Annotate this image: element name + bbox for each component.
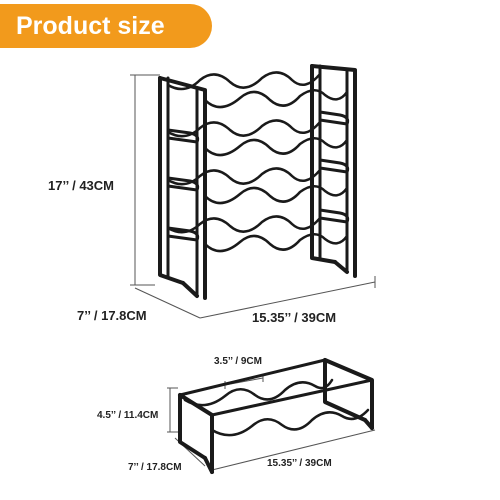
- small-width-label: 15.35’’ / 39CM: [267, 458, 332, 469]
- small-slot-label: 3.5’’ / 9CM: [214, 356, 262, 367]
- small-width-line: [211, 429, 376, 471]
- large-width-label: 15.35’’ / 39CM: [252, 310, 337, 325]
- wave-rails: [166, 71, 349, 253]
- large-wine-rack: [158, 64, 357, 300]
- width-line: [199, 281, 376, 319]
- product-size-banner: Product size: [0, 4, 212, 48]
- large-height-label: 17’’ / 43CM: [48, 178, 114, 193]
- small-wave-rails: [183, 378, 370, 437]
- small-wine-rack: [178, 358, 374, 474]
- banner-title: Product size: [16, 12, 165, 40]
- small-height-label: 4.5’’ / 11.4CM: [97, 410, 159, 421]
- depth-line: [134, 287, 201, 319]
- small-depth-label: 7’’ / 17.8CM: [128, 462, 182, 473]
- large-depth-label: 7’’ / 17.8CM: [77, 308, 147, 323]
- large-rack-dimension-lines: [130, 74, 376, 319]
